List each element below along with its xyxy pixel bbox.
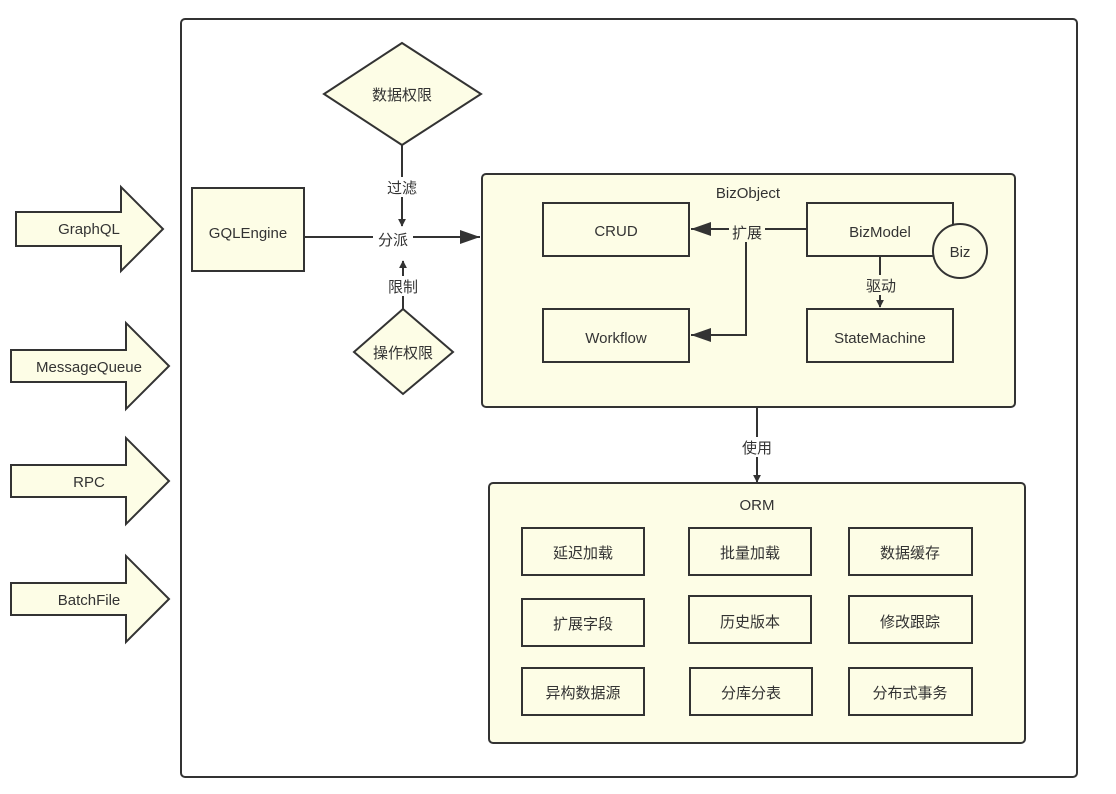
input-rpc: RPC bbox=[10, 435, 171, 527]
orm-item: 数据缓存 bbox=[880, 545, 940, 562]
input-batchfile: BatchFile bbox=[10, 553, 171, 645]
input-graphql: GraphQL bbox=[15, 184, 165, 274]
biz-label: Biz bbox=[950, 244, 971, 261]
dispatch-label-bg bbox=[373, 228, 413, 248]
orm-title: ORM bbox=[740, 497, 775, 514]
crud-box bbox=[542, 202, 690, 257]
drive-label: 驱动 bbox=[866, 278, 896, 295]
statemachine-box bbox=[806, 308, 954, 363]
orm-item: 批量加载 bbox=[720, 545, 780, 562]
crud-label: CRUD bbox=[594, 223, 637, 240]
input-messagequeue: MessageQueue bbox=[10, 320, 171, 412]
orm-item-box bbox=[521, 527, 645, 576]
input-arrow-shape bbox=[10, 320, 171, 412]
input-label-batchfile: BatchFile bbox=[58, 592, 121, 609]
gqlengine-label: GQLEngine bbox=[209, 225, 287, 242]
restrict-label: 限制 bbox=[388, 279, 418, 296]
use-label-bg bbox=[737, 437, 777, 457]
orm-item-box bbox=[848, 527, 973, 576]
orm-item-box bbox=[688, 595, 812, 644]
input-arrow-shape bbox=[10, 435, 171, 527]
gqlengine-box bbox=[191, 187, 305, 272]
dispatch-label: 分派 bbox=[378, 232, 408, 249]
extend-label-bg bbox=[729, 222, 765, 242]
input-label-messagequeue: MessageQueue bbox=[36, 359, 142, 376]
op-permission-diamond bbox=[352, 307, 455, 396]
drive-label-bg bbox=[861, 275, 901, 295]
extend-label: 扩展 bbox=[732, 225, 762, 242]
orm-item-box bbox=[521, 598, 645, 647]
orm-item-box bbox=[848, 595, 973, 644]
biz-circle bbox=[932, 223, 988, 279]
orm-item: 修改跟踪 bbox=[880, 614, 940, 631]
filter-label: 过滤 bbox=[387, 180, 417, 197]
orm-item-box bbox=[688, 527, 812, 576]
bizobject-title: BizObject bbox=[716, 185, 781, 202]
input-label-rpc: RPC bbox=[73, 474, 105, 491]
use-label: 使用 bbox=[742, 440, 772, 457]
restrict-label-bg bbox=[383, 276, 423, 296]
orm-item: 历史版本 bbox=[720, 614, 780, 631]
bizmodel-label: BizModel bbox=[849, 224, 911, 241]
op-permission-label: 操作权限 bbox=[373, 345, 433, 362]
workflow-label: Workflow bbox=[585, 330, 647, 347]
data-permission-label: 数据权限 bbox=[372, 87, 432, 104]
statemachine-label: StateMachine bbox=[834, 330, 926, 347]
orm-item-box bbox=[689, 667, 813, 716]
input-arrow-shape bbox=[10, 553, 171, 645]
orm-item-box bbox=[848, 667, 973, 716]
orm-item: 异构数据源 bbox=[545, 685, 620, 702]
orm-item-box bbox=[521, 667, 645, 716]
orm-item: 扩展字段 bbox=[553, 616, 613, 633]
workflow-box bbox=[542, 308, 690, 363]
extend-connector-workflow bbox=[691, 229, 747, 342]
orm-item: 分库分表 bbox=[721, 685, 781, 702]
filter-label-bg bbox=[382, 177, 422, 197]
input-arrow-shape bbox=[15, 184, 165, 274]
orm-item: 分布式事务 bbox=[872, 685, 947, 702]
orm-item: 延迟加载 bbox=[553, 545, 613, 562]
input-label-graphql: GraphQL bbox=[58, 221, 120, 238]
